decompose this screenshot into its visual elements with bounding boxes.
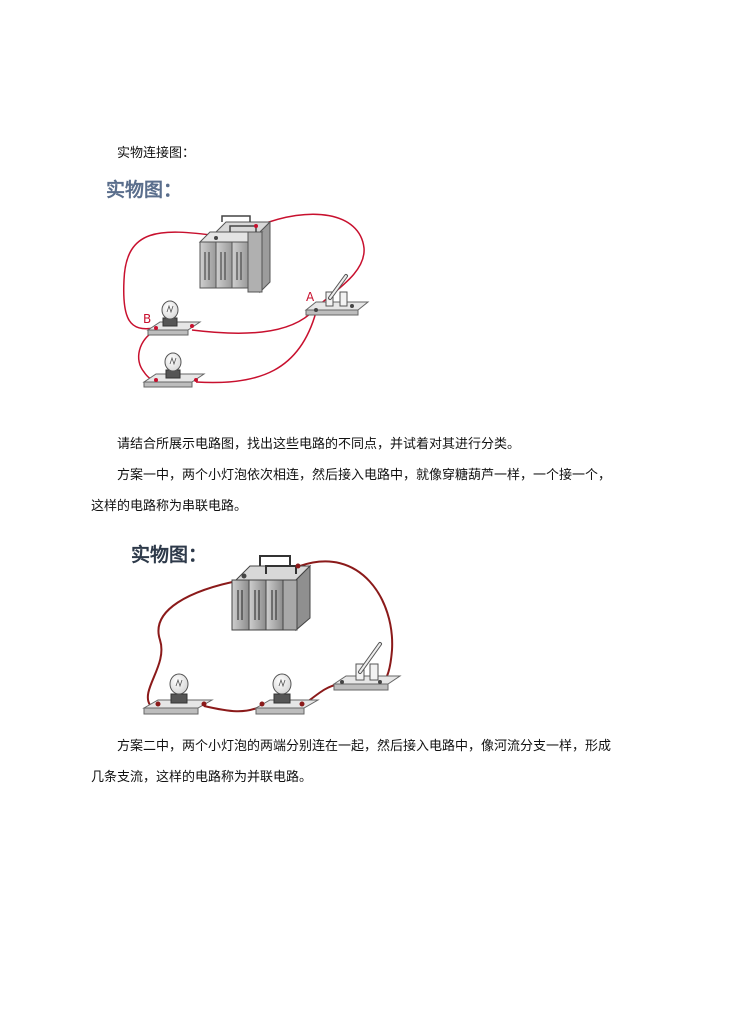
paragraph-series-line1: 方案一中，两个小灯泡依次相连，然后接入电路中，就像穿糖葫芦一样，一个接一个， [117, 468, 612, 483]
intro-text: 实物连接图： [117, 146, 196, 161]
wire2-battery-to-switch [299, 560, 394, 685]
wire-lamp2-to-switch [195, 311, 317, 384]
knife-switch [304, 274, 370, 316]
wire2-lamp1-to-lamp2 [203, 705, 263, 713]
battery-pack [198, 215, 272, 294]
lamp-b [146, 300, 202, 336]
wire2-battery-to-lamp1 [146, 579, 243, 706]
wire2-lamp2-to-switch [301, 683, 341, 707]
wire-battery-to-b [122, 231, 219, 330]
label-b: B [143, 312, 151, 326]
wire-battery-to-a [257, 213, 365, 307]
lamp-2 [142, 352, 206, 388]
lamp2-1 [142, 673, 214, 715]
paragraph-parallel-line2: 几条支流，这样的电路称为并联电路。 [91, 770, 313, 785]
wire-lamp1-to-switch [191, 309, 315, 335]
paragraph-parallel-line1: 方案二中，两个小灯泡的两端分别连在一起，然后接入电路中，像河流分支一样，形成 [117, 739, 612, 754]
figure1-title: 实物图： [106, 179, 183, 201]
figure2-title: 实物图： [131, 544, 208, 566]
label-a: A [306, 290, 315, 304]
paragraph-classify: 请结合所展示电路图，找出这些电路的不同点，并试着对其进行分类。 [117, 437, 521, 452]
knife-switch-2 [332, 642, 402, 691]
paragraph-series-line2: 这样的电路称为串联电路。 [91, 499, 248, 514]
wire-lamp1-to-lamp2 [137, 329, 157, 381]
battery-pack-2 [231, 555, 312, 632]
lamp2-2 [254, 673, 320, 715]
